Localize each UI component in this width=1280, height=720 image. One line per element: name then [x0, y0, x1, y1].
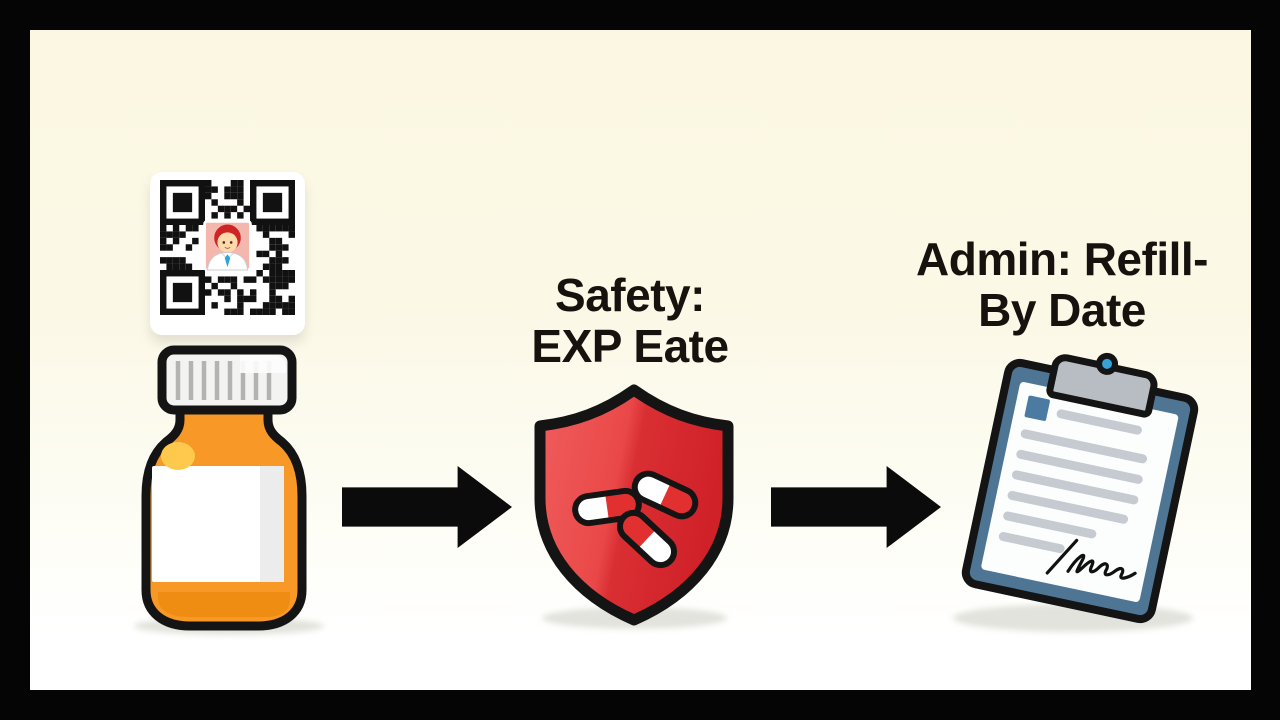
bottle-bottom-band: [158, 592, 290, 617]
safety-title-line1: Safety:: [555, 269, 705, 321]
shield-with-pills-icon: [534, 384, 734, 626]
bottle-label: [152, 466, 284, 582]
clipboard-icon: [958, 350, 1202, 627]
flow-arrow-2: [771, 466, 941, 548]
clipboard-paper: [980, 381, 1179, 603]
pill-capsule-3: [616, 509, 678, 569]
safety-title-line2: EXP Eate: [531, 319, 729, 372]
admin-step-title: Admin: Refill- By Date: [872, 234, 1252, 335]
pharmacist-avatar-icon: [203, 219, 252, 272]
flow-arrow-1: [342, 466, 512, 548]
qr-code: [160, 180, 295, 315]
clip-knob: [1093, 350, 1121, 377]
doc-square-bullet: [1024, 395, 1051, 422]
pill-capsule-2: [631, 470, 699, 520]
signature-scribble: [1045, 538, 1137, 580]
bottle-label-shade: [260, 466, 284, 582]
qr-modules: [160, 180, 295, 315]
admin-title-line2: By Date: [978, 283, 1146, 336]
illustration-canvas: Safety: EXP Eate: [30, 30, 1251, 690]
pill-bottle-icon: [141, 345, 307, 631]
bottle-highlight: [161, 442, 195, 470]
qr-code-card: [150, 172, 305, 335]
cap-gloss: [240, 355, 286, 373]
safety-step-title: Safety: EXP Eate: [460, 270, 800, 371]
admin-title-line1: Admin: Refill-: [916, 233, 1208, 285]
